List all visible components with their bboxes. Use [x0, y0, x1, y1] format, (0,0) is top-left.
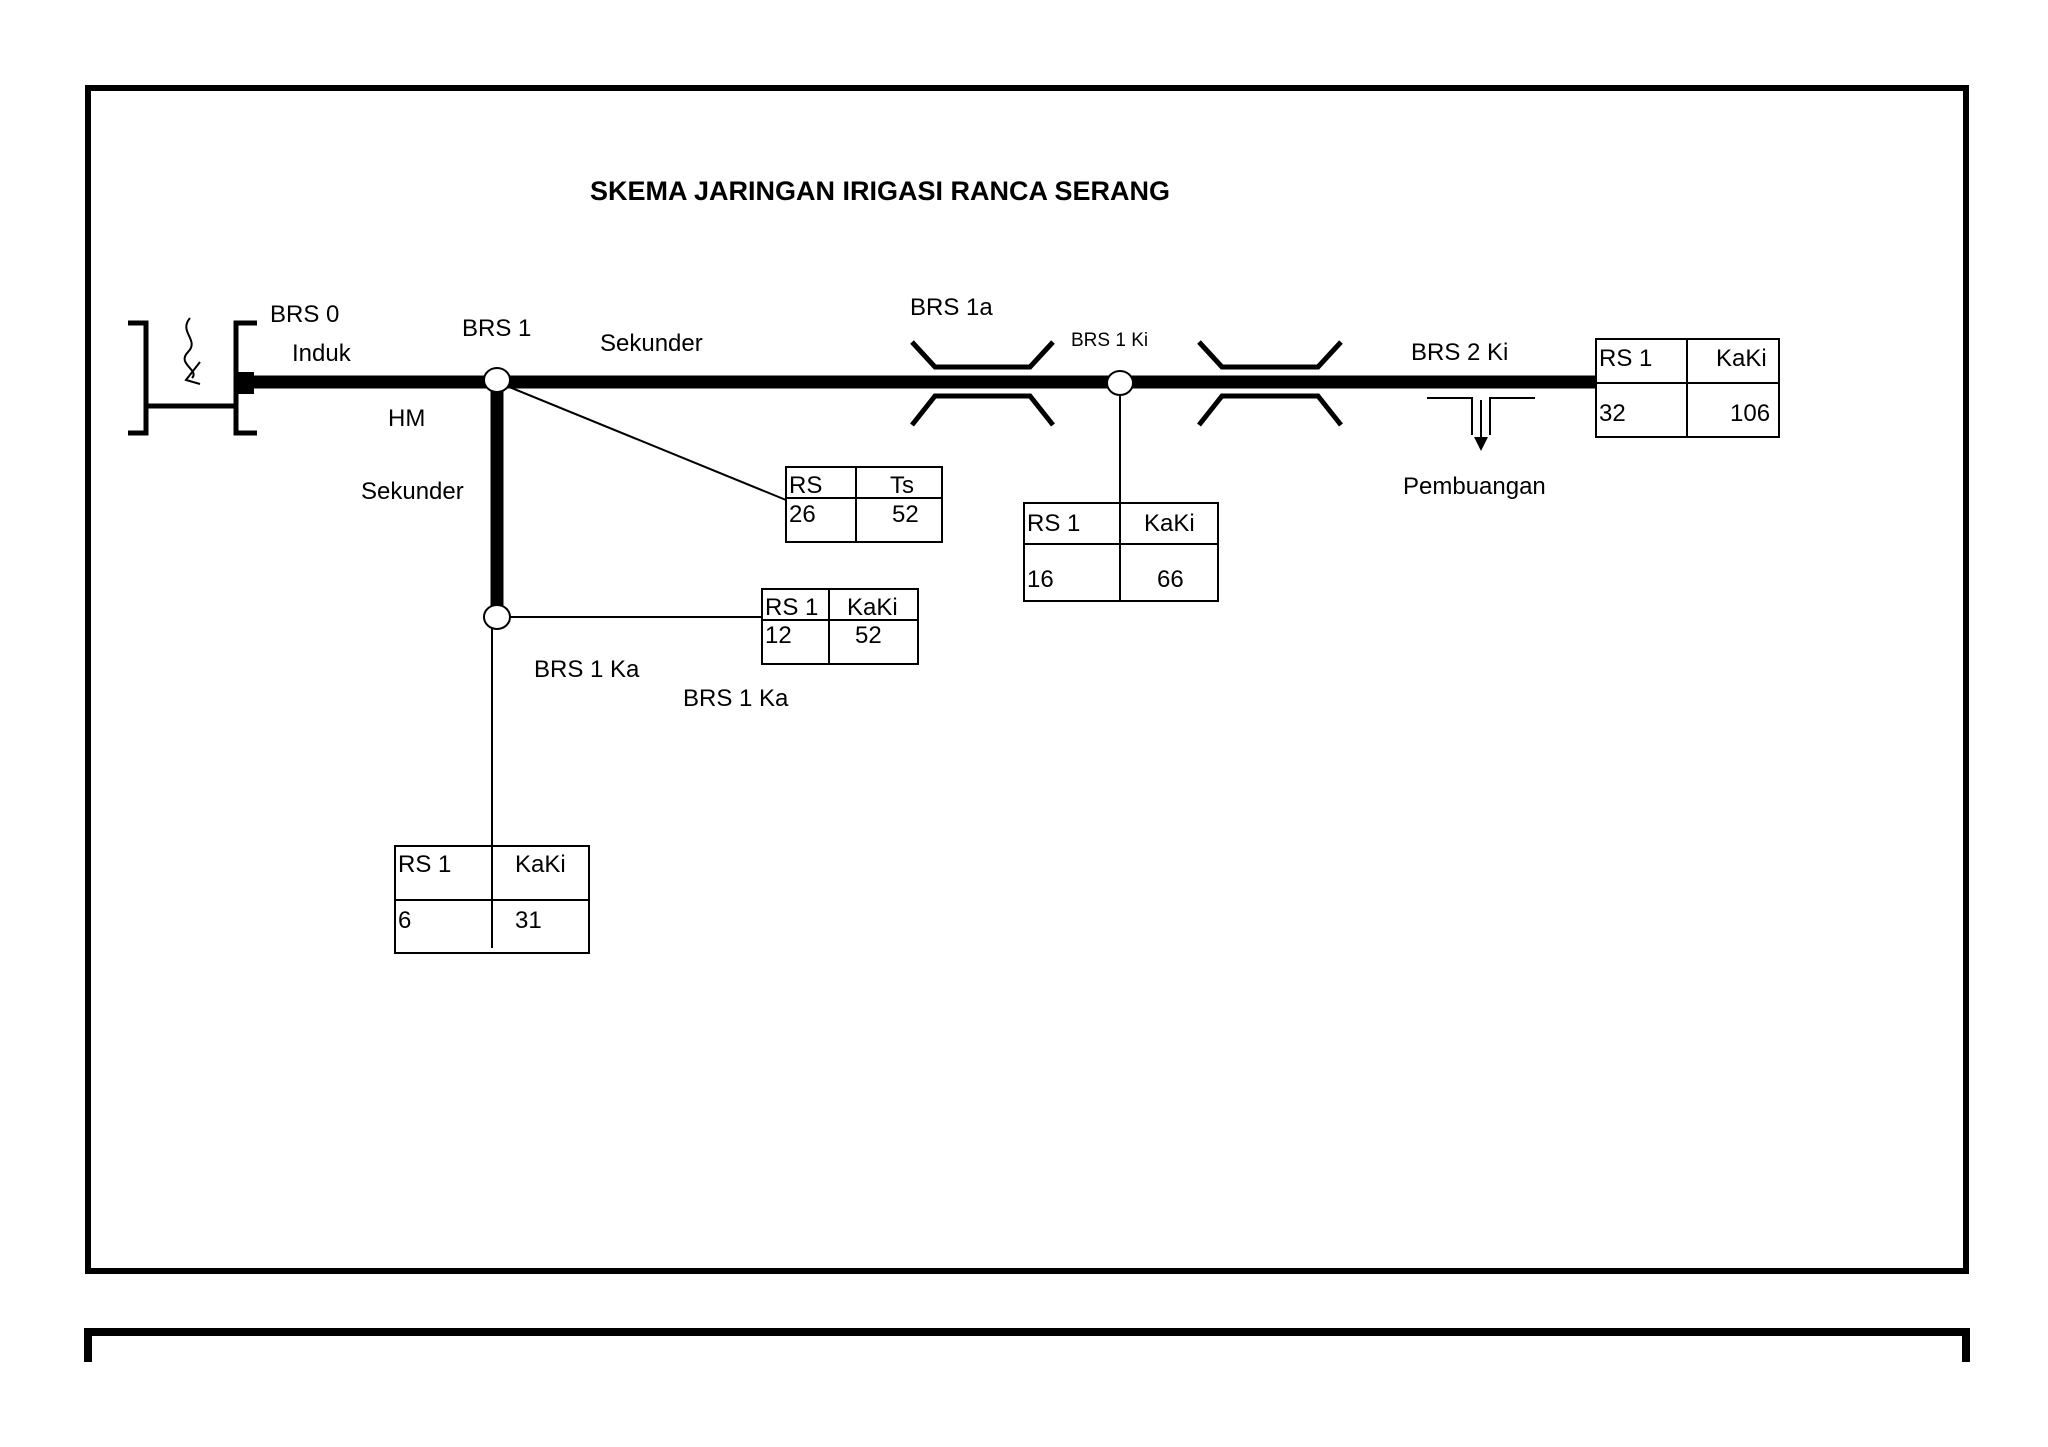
table-rs1-kaki-end-h2: KaKi	[1716, 345, 1767, 372]
node-brs1ki	[1106, 370, 1134, 396]
table-rs-ts: RS Ts 26 52	[785, 466, 943, 543]
table-rs1-kaki-ka-h1: RS 1	[765, 594, 818, 621]
table-rs-ts-h1: RS	[789, 472, 822, 499]
table-rs1-kaki-ka-v1: 12	[765, 622, 792, 649]
table-rs1-kaki-ki-h2: KaKi	[1144, 510, 1195, 537]
label-brs1a: BRS 1a	[910, 294, 993, 321]
drain-symbol	[1427, 397, 1535, 438]
table-rs1-kaki-end-v2: 106	[1730, 400, 1770, 427]
node-brs1	[483, 367, 511, 393]
table-rs1-kaki-bottom-v2: 31	[515, 907, 542, 934]
bottom-frame	[84, 1328, 1970, 1362]
label-pembuangan: Pembuangan	[1403, 473, 1546, 500]
bridge-symbol-2	[1197, 340, 1343, 427]
label-brs1ka-b: BRS 1 Ka	[683, 685, 789, 712]
label-sekunder-branch: Sekunder	[361, 478, 464, 505]
table-rs1-kaki-ka-h2: KaKi	[847, 594, 898, 621]
table-rs1-kaki-bottom: RS 1 KaKi 6 31	[394, 845, 590, 954]
table-rs1-kaki-end-v1: 32	[1599, 400, 1626, 427]
label-induk: Induk	[292, 340, 352, 367]
label-brs1: BRS 1	[462, 315, 531, 342]
table-rs1-kaki-ki: RS 1 KaKi 16 66	[1023, 502, 1219, 602]
table-rs1-kaki-ka: RS 1 KaKi 12 52	[761, 588, 919, 665]
table-rs1-kaki-ka-v2: 52	[855, 622, 882, 649]
table-rs1-kaki-ki-h1: RS 1	[1027, 510, 1080, 537]
table-rs1-kaki-bottom-h2: KaKi	[515, 851, 566, 878]
table-rs-ts-v2: 52	[892, 501, 919, 528]
label-brs2ki: BRS 2 Ki	[1411, 339, 1508, 366]
outer-frame	[85, 85, 1969, 1274]
table-rs1-kaki-ki-v2: 66	[1157, 566, 1184, 593]
table-rs-ts-v1: 26	[789, 501, 816, 528]
label-brs1ki: BRS 1 Ki	[1071, 330, 1148, 351]
drain-arrow-icon	[1474, 437, 1488, 451]
label-brs1ka-a: BRS 1 Ka	[534, 656, 640, 683]
table-rs1-kaki-end: RS 1 KaKi 32 106	[1595, 338, 1780, 438]
table-rs-ts-h2: Ts	[890, 472, 914, 499]
thin-line-brs1-to-rs-ts	[496, 381, 787, 501]
table-rs1-kaki-ki-v1: 16	[1027, 566, 1054, 593]
label-sekunder-main: Sekunder	[600, 330, 703, 357]
table-rs1-kaki-bottom-v1: 6	[398, 907, 411, 934]
table-rs1-kaki-end-h1: RS 1	[1599, 345, 1652, 372]
node-brs1ka	[483, 604, 511, 630]
diagram-title: SKEMA JARINGAN IRIGASI RANCA SERANG	[590, 176, 1170, 206]
label-brs0: BRS 0	[270, 301, 339, 328]
table-rs1-kaki-bottom-h1: RS 1	[398, 851, 451, 878]
bridge-symbol-1	[910, 340, 1055, 427]
label-hm: HM	[388, 405, 425, 432]
